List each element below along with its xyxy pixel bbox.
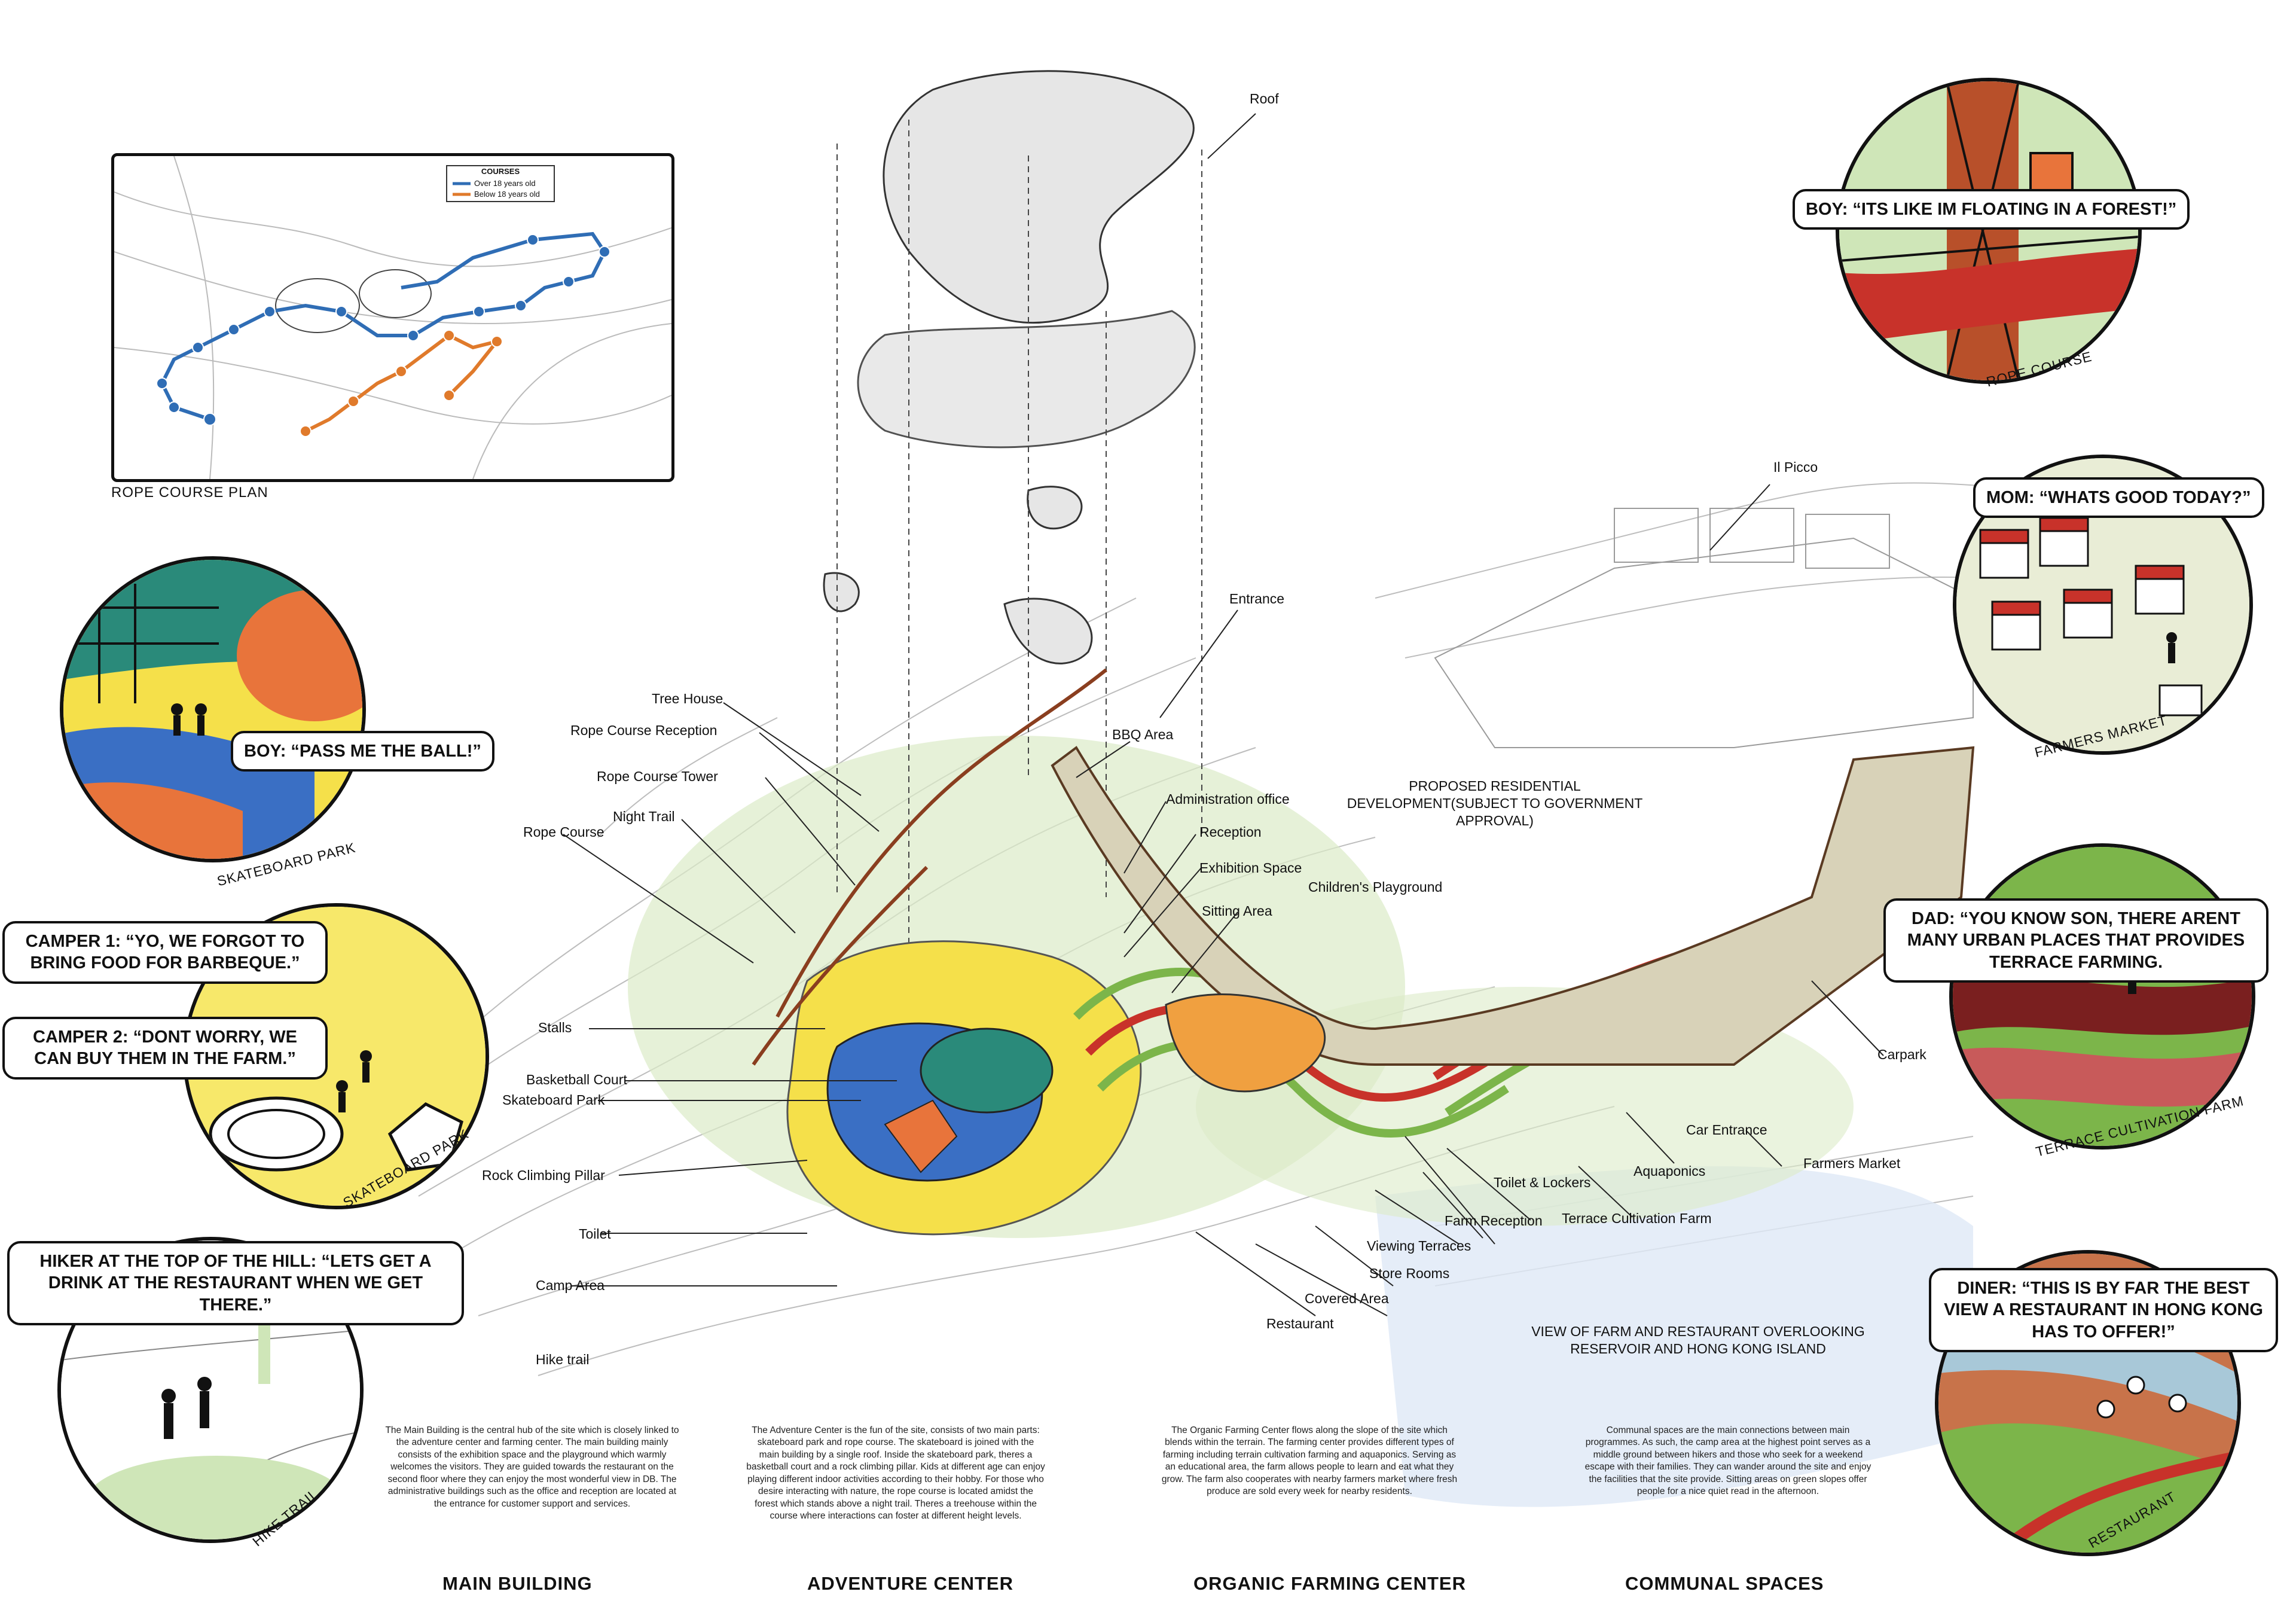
plan-legend-over18: Over 18 years old [474,179,536,188]
quote-camper-1: CAMPER 1: “YO, WE FORGOT TO BRING FOOD F… [2,921,328,984]
quote-boy-ball: BOY: “PASS ME THE BALL!” [231,731,494,772]
label-toilet-lockers: Toilet & Lockers [1494,1175,1591,1190]
label-il-picco: Il Picco [1773,459,1818,475]
skateboard-basketball-illustration [63,560,362,859]
label-proposed-residential: PROPOSED RESIDENTIAL DEVELOPMENT(SUBJECT… [1347,778,1643,828]
terrace-farm-illustration [1953,847,2252,1146]
label-administration-office: Administration office [1166,791,1290,807]
label-rope-course-tower: Rope Course Tower [597,769,718,784]
label-restaurant: Restaurant [1266,1316,1334,1331]
label-reception: Reception [1199,824,1262,840]
label-terrace-cultivation-farm: Terrace Cultivation Farm [1562,1211,1712,1226]
label-bbq-area: BBQ Area [1112,727,1174,742]
section-text-main-building: The Main Building is the central hub of … [385,1425,679,1509]
label-hike-trail: Hike trail [536,1352,590,1367]
quote-dad: DAD: “YOU KNOW SON, THERE ARENT MANY URB… [1883,898,2268,983]
label-basketball-court: Basketball Court [526,1072,627,1087]
rope-course-plan-drawing [114,156,671,479]
label-sitting-area: Sitting Area [1202,903,1272,919]
section-heading-main-building: MAIN BUILDING [442,1573,593,1594]
section-heading-organic-farming: ORGANIC FARMING CENTER [1193,1573,1466,1594]
section-heading-communal-spaces: COMMUNAL SPACES [1625,1573,1824,1594]
label-childrens-playground: Children's Playground [1308,879,1443,895]
label-rope-course: Rope Course [523,824,604,840]
label-aquaponics: Aquaponics [1634,1163,1706,1179]
plan-legend-below18: Below 18 years old [474,190,540,199]
section-text-adventure-center: The Adventure Center is the fun of the s… [746,1425,1045,1522]
label-farmers-market: Farmers Market [1803,1155,1901,1171]
quote-hiker: HIKER AT THE TOP OF THE HILL: “LETS GET … [7,1241,464,1325]
label-stalls: Stalls [538,1020,572,1035]
label-camp-area: Camp Area [536,1278,605,1293]
rope-course-illustration [1839,81,2138,380]
label-view-note: VIEW OF FARM AND RESTAURANT OVERLOOKING … [1531,1324,1865,1356]
label-toilet: Toilet [579,1226,611,1242]
label-roof: Roof [1250,91,1279,106]
label-exhibition-space: Exhibition Space [1199,860,1302,876]
quote-mom: MOM: “WHATS GOOD TODAY?” [1973,477,2264,519]
label-covered-area: Covered Area [1305,1291,1389,1306]
rope-course-plan: COURSES Over 18 years old Below 18 years… [111,153,674,482]
label-entrance: Entrance [1229,591,1285,606]
label-store-rooms: Store Rooms [1369,1266,1450,1281]
section-heading-adventure-center: ADVENTURE CENTER [807,1573,1013,1594]
quote-camper-2: CAMPER 2: “DONT WORRY, WE CAN BUY THEM I… [2,1017,328,1080]
label-night-trail: Night Trail [613,809,675,824]
label-rock-climbing-pillar: Rock Climbing Pillar [482,1167,605,1183]
quote-boy-forest: BOY: “ITS LIKE IM FLOATING IN A FOREST!” [1793,189,2190,230]
vignette-rope-course [1836,78,2142,384]
label-car-entrance: Car Entrance [1686,1122,1767,1138]
quote-diner: DINER: “THIS IS BY FAR THE BEST VIEW A R… [1929,1268,2278,1352]
label-skateboard-park: Skateboard Park [502,1092,605,1108]
vignette-skateboard-park-basketball [60,556,366,862]
vignette-terrace-farm [1949,843,2255,1150]
label-farm-reception: Farm Reception [1445,1213,1543,1228]
label-rope-course-reception: Rope Course Reception [570,722,718,738]
label-carpark: Carpark [1877,1047,1926,1062]
plan-legend-title: COURSES [481,167,520,176]
section-text-organic-farming: The Organic Farming Center flows along t… [1161,1425,1458,1497]
label-viewing-terraces: Viewing Terraces [1367,1238,1471,1254]
rope-course-plan-title: ROPE COURSE PLAN [111,484,268,501]
section-text-communal-spaces: Communal spaces are the main connections… [1584,1425,1871,1497]
label-tree-house: Tree House [652,691,723,706]
